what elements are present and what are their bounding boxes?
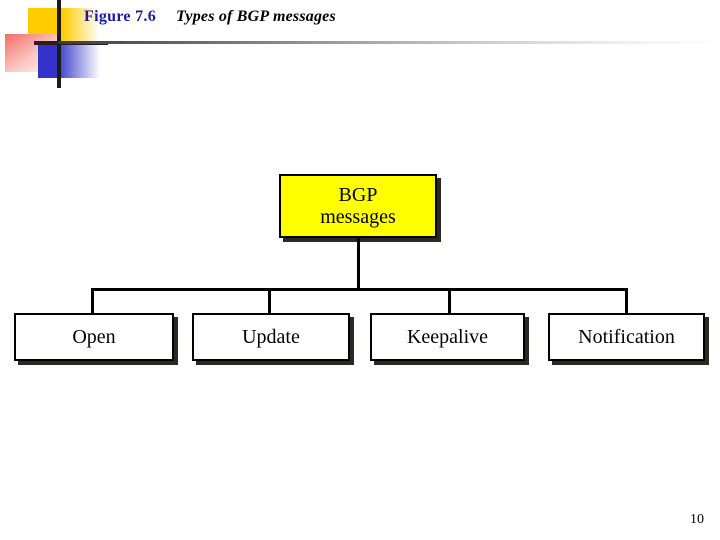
node-bgp-messages: BGP messages	[279, 174, 437, 238]
figure-label: Figure 7.6	[84, 8, 157, 25]
connector-drop-notification	[625, 288, 628, 315]
connector-root-stem	[357, 238, 360, 291]
header-divider	[58, 41, 720, 44]
node-bgp-messages-line1: BGP	[338, 183, 378, 206]
connector-drop-keepalive	[448, 288, 451, 315]
figure-title: Figure 7.6 Types of BGP messages	[84, 8, 336, 26]
connector-horizontal-bus	[91, 288, 628, 291]
node-open: Open	[14, 313, 174, 361]
decoration-blue-gradient	[56, 45, 100, 78]
node-keepalive: Keepalive	[370, 313, 525, 361]
connector-drop-update	[268, 288, 271, 315]
page-number: 10	[690, 512, 704, 527]
figure-caption: Types of BGP messages	[176, 8, 336, 25]
decoration-blue-square	[38, 45, 60, 78]
decoration-vertical-bar	[57, 0, 61, 88]
node-bgp-messages-line2: messages	[320, 206, 396, 228]
connector-drop-open	[91, 288, 94, 315]
node-notification: Notification	[548, 313, 705, 361]
node-update: Update	[192, 313, 350, 361]
